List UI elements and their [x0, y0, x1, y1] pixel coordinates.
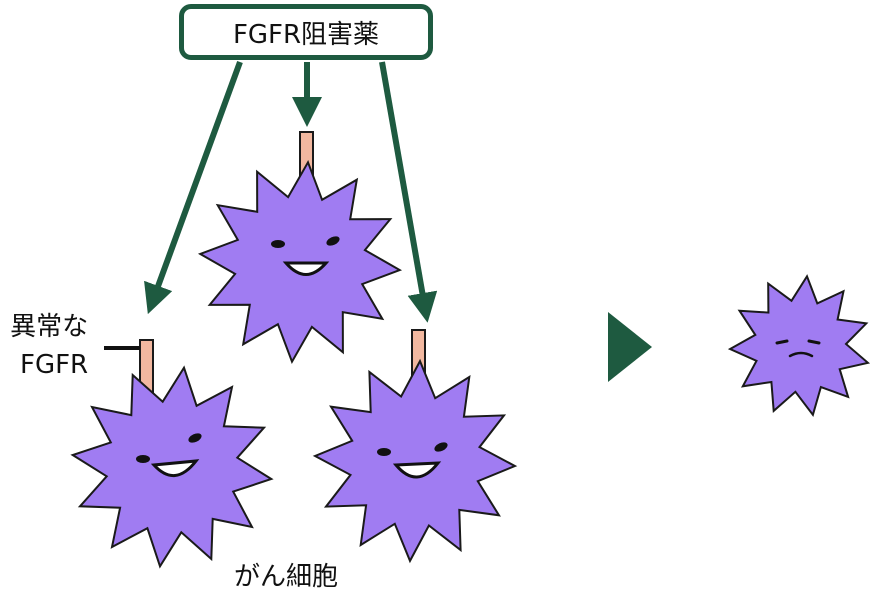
cell-eye: [188, 433, 202, 443]
cancer-cell-top: [197, 131, 403, 365]
cell-eye: [807, 339, 821, 345]
cell-eye: [377, 448, 391, 456]
cancer-cell-label: がん細胞: [234, 562, 339, 592]
cell-mouth: [282, 261, 330, 276]
cell-eye: [775, 339, 789, 345]
cell-body: [727, 274, 871, 417]
drug-label: FGFR阻害薬: [232, 19, 380, 50]
shrunken-cancer-cell: [727, 274, 871, 417]
abnormal-fgfr-label-line2: FGFR: [20, 350, 89, 380]
abnormal-fgfr-label: 異常な FGFR: [2, 308, 88, 384]
cell-eye: [271, 240, 285, 248]
cancer-cell-left: [70, 339, 274, 569]
result-arrow: [608, 312, 652, 382]
cell-eye: [434, 442, 448, 452]
cell-mouth: [788, 351, 814, 358]
cell-mouth: [150, 459, 200, 477]
arrow-to-left-cell: [144, 60, 243, 315]
arrow-to-right-cell: [379, 61, 438, 323]
cell-eye: [136, 455, 150, 463]
cancer-cell-right: [312, 329, 518, 564]
cell-body: [312, 358, 518, 564]
drug-arrows: [144, 60, 438, 323]
drug-label-box: FGFR阻害薬: [179, 4, 433, 60]
abnormal-fgfr-label-line1: 異常な: [10, 312, 89, 342]
cell-mouth: [392, 461, 442, 479]
cell-eye: [326, 236, 340, 246]
